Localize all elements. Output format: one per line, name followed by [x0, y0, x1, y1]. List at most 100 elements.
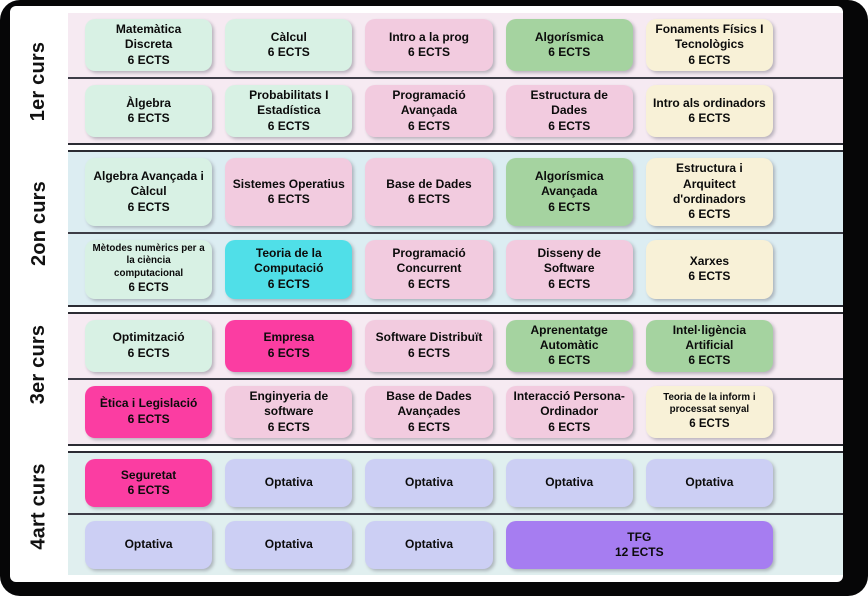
course-title: Seguretat — [120, 467, 177, 482]
course-title: Optimització — [112, 330, 185, 345]
course-ects: 6 ECTS — [688, 353, 731, 368]
course-title: Teoria de la inform i processat senyal — [663, 391, 756, 416]
course-title: Optativa — [545, 475, 594, 490]
course-ects: 6 ECTS — [407, 345, 450, 360]
course-ects: 6 ECTS — [548, 353, 591, 368]
course-card: Teoria de la inform i processat senyal 6 … — [645, 385, 773, 438]
year-label: 1er curs — [27, 41, 50, 122]
course-title: Àlgebra — [126, 95, 171, 110]
course-title: Optativa — [685, 475, 734, 490]
course-title: Programació Avançada — [392, 88, 466, 118]
course-ects: 6 ECTS — [127, 199, 170, 214]
course-title: Mètodes numèrics per a la ciència comput… — [92, 242, 205, 280]
course-ects: 6 ECTS — [127, 345, 170, 360]
course-ects: 6 ECTS — [548, 199, 591, 214]
course-ects: 12 ECTS — [614, 544, 664, 559]
course-title: Algorísmica — [534, 29, 604, 44]
course-card: Optativa — [225, 458, 353, 507]
year-label-cell: 4art curs — [10, 438, 68, 575]
course-ects: 6 ECTS — [688, 52, 731, 67]
course-ects: 6 ECTS — [407, 45, 450, 60]
course-title: Fonaments Físics I Tecnològics — [655, 22, 764, 52]
course-ects: 6 ECTS — [548, 419, 591, 434]
course-title: Optativa — [404, 537, 453, 552]
course-title: Intro a la prog — [388, 29, 469, 44]
course-ects: 6 ECTS — [127, 482, 170, 497]
course-title: Matemàtica Discreta — [115, 22, 182, 52]
course-ects: 6 ECTS — [267, 419, 310, 434]
course-ects: 6 ECTS — [127, 411, 170, 426]
course-card: Optativa — [85, 520, 213, 570]
course-ects: 6 ECTS — [548, 118, 591, 133]
course-ects: 6 ECTS — [407, 419, 450, 434]
course-row: Mètodes numèrics per a la ciència comput… — [68, 234, 843, 305]
year-label: 4art curs — [27, 463, 50, 550]
course-title: Disseny de Software — [537, 246, 601, 276]
course-card: Optativa — [225, 520, 353, 570]
year-label: 2on curs — [27, 180, 50, 266]
course-title: Empresa — [263, 330, 315, 345]
course-title: Optativa — [264, 537, 313, 552]
course-title: Algebra Avançada i Càlcul — [93, 168, 204, 199]
course-title: Optativa — [124, 537, 173, 552]
course-title: Software Distribuït — [375, 330, 483, 345]
course-title: Estructura i Arquitect d'ordinadors — [672, 161, 746, 206]
year-label-cell: 1er curs — [10, 13, 68, 150]
course-card: Optativa — [645, 458, 773, 507]
course-title: Xarxes — [689, 253, 730, 268]
course-title: Optativa — [404, 475, 453, 490]
course-title: TFG — [627, 529, 652, 544]
course-ects: 6 ECTS — [688, 111, 731, 126]
course-ects: 6 ECTS — [127, 111, 170, 126]
course-ects: 6 ECTS — [267, 345, 310, 360]
course-title: Enginyeria de software — [249, 388, 329, 419]
course-title: Probabilitats I Estadística — [249, 88, 329, 118]
course-title: Càlcul — [270, 29, 307, 44]
course-ects: 6 ECTS — [407, 191, 450, 206]
course-card: Optativa — [365, 520, 493, 570]
course-card: Mètodes numèrics per a la ciència comput… — [85, 239, 213, 299]
course-ects: 6 ECTS — [127, 52, 170, 67]
course-ects: 6 ECTS — [548, 276, 591, 291]
course-title: Base de Dades — [386, 176, 472, 191]
course-card: Optativa — [365, 458, 493, 507]
course-card: Optativa — [505, 458, 633, 507]
course-ects: 6 ECTS — [688, 269, 731, 284]
course-ects: 6 ECTS — [688, 207, 731, 222]
course-ects: 6 ECTS — [548, 45, 591, 60]
course-ects: 6 ECTS — [689, 418, 730, 431]
course-title: Sistemes Operatius — [232, 176, 345, 191]
